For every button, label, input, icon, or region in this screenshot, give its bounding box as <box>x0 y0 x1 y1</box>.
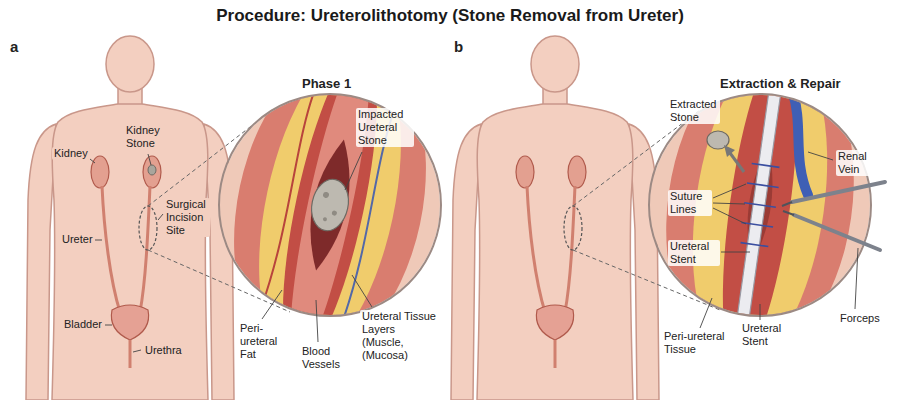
leader-lines <box>90 159 95 163</box>
renal-vein <box>792 90 808 195</box>
forceps-tip <box>782 202 792 206</box>
leader-lines <box>158 214 163 220</box>
forceps-tip <box>783 211 794 215</box>
part-label: Renal Vein <box>836 150 872 176</box>
ureteral-stone <box>307 176 353 234</box>
suture-lines <box>752 163 780 167</box>
part-label: Ureteral Stent <box>740 322 792 348</box>
forceps <box>792 182 885 202</box>
forceps <box>794 215 880 250</box>
part-label: Extracted Stone <box>668 98 720 124</box>
leader-lines <box>133 350 141 352</box>
leader-lines <box>721 252 750 253</box>
leader-lines <box>808 152 833 160</box>
leader-lines <box>105 325 112 326</box>
part-label: Blood Vessels <box>300 345 350 371</box>
part-label: Peri-ureteral Tissue <box>662 330 738 356</box>
zoom-border <box>649 94 871 316</box>
zoom-view <box>207 29 454 380</box>
muscle-layer <box>647 34 874 376</box>
leader-lines <box>713 203 745 204</box>
leader-lines <box>95 240 102 241</box>
suture-lines <box>739 163 782 247</box>
panel-heading: Phase 1 <box>300 76 353 92</box>
leader-lines <box>855 248 858 309</box>
body-figure <box>26 36 234 400</box>
part-label: Bladder <box>62 318 104 331</box>
leader-lines <box>262 290 282 319</box>
leader-lines <box>148 154 151 165</box>
panel-letter: a <box>8 38 20 56</box>
ureter-section <box>647 34 874 376</box>
zoom-view <box>647 34 874 376</box>
stone-texture <box>331 210 337 216</box>
part-label: Impacted Ureteral Stone <box>356 108 414 147</box>
incision <box>299 136 360 274</box>
leader-lines <box>713 208 746 224</box>
suture-lines <box>741 243 769 247</box>
leader-lines <box>352 275 372 307</box>
leader-lines <box>700 298 712 328</box>
leader-lines <box>90 152 858 352</box>
part-label: Forceps <box>838 312 882 325</box>
extraction-arrow <box>730 153 744 172</box>
part-label: Kidney Stone <box>124 124 166 150</box>
panel-heading: Extraction & Repair <box>718 76 843 92</box>
stone-texture <box>323 217 328 222</box>
part-label: Surgical Incision Site <box>164 198 210 237</box>
leader-lines <box>345 152 362 190</box>
part-label: Ureteral Stent <box>668 240 720 266</box>
panel-letter: b <box>452 38 465 56</box>
part-label: Peri-ureteral Fat <box>238 322 286 361</box>
zoom-border <box>219 94 441 316</box>
suture-lines <box>747 183 779 187</box>
forceps-tip <box>782 202 794 215</box>
kidney-stone <box>148 165 156 175</box>
part-label: Urethra <box>143 344 184 357</box>
stone-texture <box>322 191 329 198</box>
extraction-arrow <box>724 145 735 157</box>
leader-lines <box>316 300 318 342</box>
leader-lines <box>713 184 746 198</box>
suture-lines <box>741 223 773 227</box>
ureter-section <box>207 29 454 380</box>
ureteral-stent <box>733 70 784 349</box>
part-label: Ureter <box>60 233 95 246</box>
muscle-layer <box>207 29 454 380</box>
suture-lines <box>744 203 776 207</box>
part-label: Ureteral Tissue Layers (Muscle, (Mucosa) <box>360 310 438 362</box>
part-label: Kidney <box>52 147 90 160</box>
part-label: Suture Lines <box>668 190 712 216</box>
diagram-title: Procedure: Ureterolithotomy (Stone Remov… <box>0 6 900 26</box>
body-figure <box>451 36 659 400</box>
ureter-wall <box>708 42 812 367</box>
forceps <box>792 182 885 250</box>
leader-lines <box>760 304 761 320</box>
